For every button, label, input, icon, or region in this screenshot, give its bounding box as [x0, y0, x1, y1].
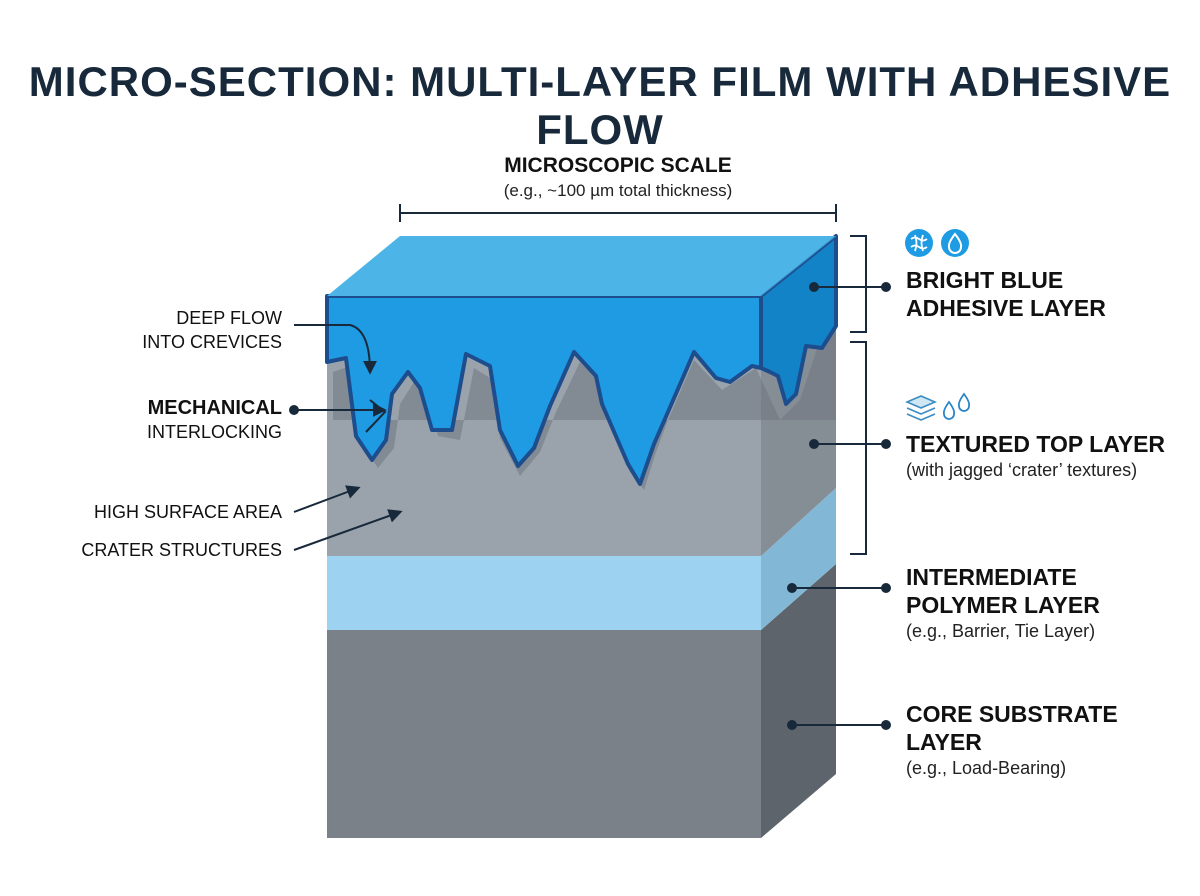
intermediate-layer-front: [327, 556, 761, 630]
label-core-line1: CORE SUBSTRATE: [906, 701, 1118, 727]
label-adhesive-line2: ADHESIVE LAYER: [906, 295, 1106, 321]
label-mechanical-interlocking: MECHANICAL INTERLOCKING: [90, 396, 282, 444]
label-core-sub: (e.g., Load-Bearing): [906, 758, 1067, 778]
core-substrate-side: [761, 564, 836, 838]
label-intermediate-sub: (e.g., Barrier, Tie Layer): [906, 621, 1096, 641]
droplets-icon: [940, 390, 974, 427]
label-crater-structures: CRATER STRUCTURES: [81, 540, 282, 560]
diagram-title: MICRO-SECTION: MULTI-LAYER FILM WITH ADH…: [28, 58, 1172, 153]
label-intermediate-line2: POLYMER LAYER: [906, 592, 1100, 618]
adhesive-layer-side: [759, 234, 838, 406]
bracket-textured: [850, 341, 867, 555]
label-intermediate-line1: INTERMEDIATE: [906, 564, 1077, 590]
label-adhesive-line1: BRIGHT BLUE: [906, 267, 1064, 293]
label-textured-line1: TEXTURED TOP LAYER: [906, 431, 1166, 457]
label-mechanical-line2: INTERLOCKING: [146, 422, 282, 442]
label-deep-flow: DEEP FLOW INTO CREVICES: [90, 306, 282, 354]
label-adhesive-layer: BRIGHT BLUE ADHESIVE LAYER: [906, 266, 1106, 322]
intermediate-layer-side: [761, 488, 836, 630]
layers-icon: [904, 393, 938, 428]
scale-subtitle: (e.g., ~100 µm total thickness): [503, 181, 733, 200]
core-substrate-front: [327, 630, 761, 838]
label-deep-flow-line2: INTO CREVICES: [142, 332, 282, 352]
label-core-layer: CORE SUBSTRATE LAYER (e.g., Load-Bearing…: [906, 700, 1118, 780]
water-drop-icon: [940, 228, 970, 263]
adhesive-layer-top: [327, 236, 836, 296]
leader-lines-left: [289, 324, 403, 551]
label-mechanical-line1: MECHANICAL: [147, 397, 282, 419]
scale-title: MICROSCOPIC SCALE: [504, 154, 732, 177]
crater-shadow: [333, 330, 836, 490]
leader-lines-right: [787, 282, 891, 730]
label-deep-flow-line1: DEEP FLOW: [176, 308, 282, 328]
label-textured-layer: TEXTURED TOP LAYER (with jagged ‘crater’…: [906, 430, 1165, 482]
label-core-line2: LAYER: [906, 729, 982, 755]
bracket-adhesive: [850, 235, 867, 333]
scale-bar: [399, 204, 837, 222]
label-high-surface-area: HIGH SURFACE AREA: [93, 502, 282, 522]
flow-icon: [904, 228, 934, 263]
adhesive-layer-front: [325, 294, 763, 486]
label-intermediate-layer: INTERMEDIATE POLYMER LAYER (e.g., Barrie…: [906, 563, 1100, 643]
label-textured-sub: (with jagged ‘crater’ textures): [906, 460, 1138, 480]
